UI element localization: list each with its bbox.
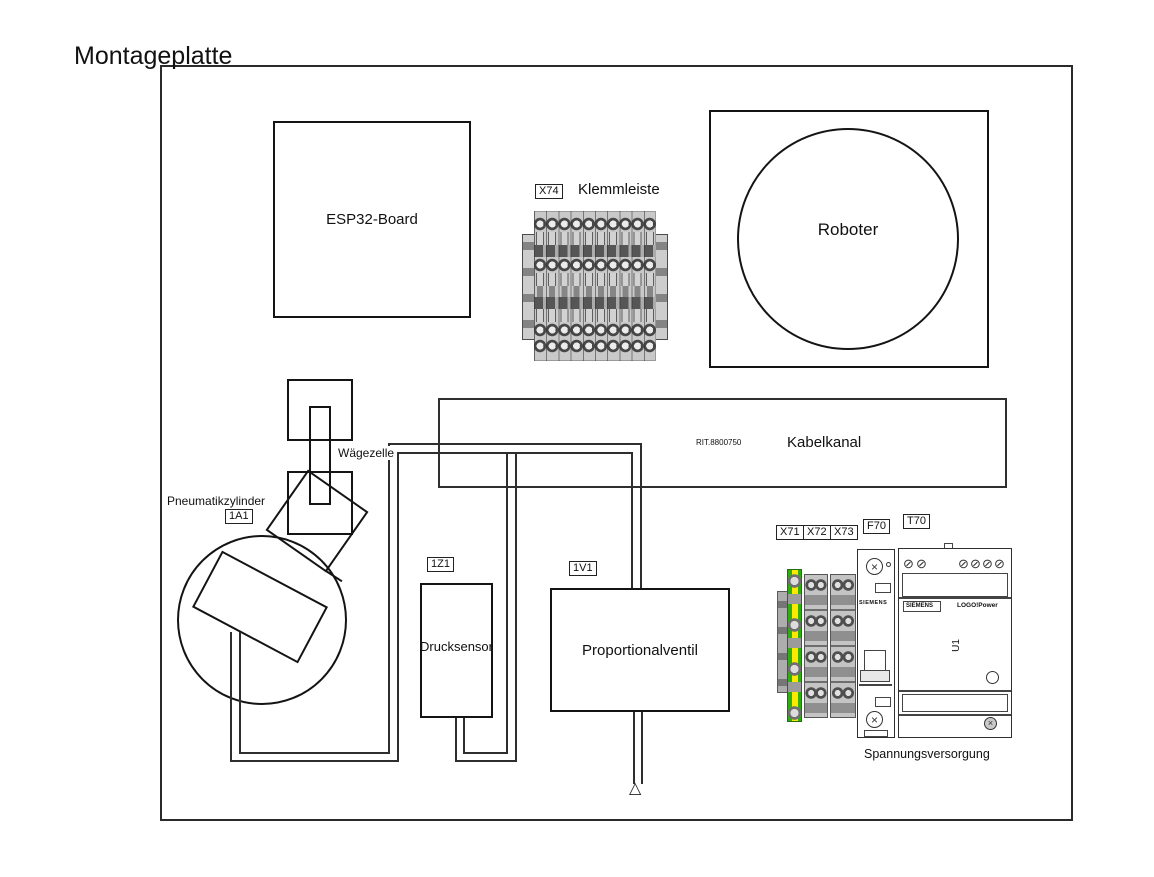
ref-f70: F70: [863, 519, 890, 534]
ref-t70: T70: [903, 514, 930, 529]
screw-cross-glyph: ×: [870, 559, 878, 574]
ref-x71: X71: [776, 525, 804, 540]
breaker-bottom-tab: [875, 697, 891, 707]
cable-run: [633, 712, 635, 784]
cable-run: [515, 452, 517, 762]
psu-product: LOGO!Power: [957, 602, 998, 609]
breaker-bottom-screw-icon: ×: [866, 711, 883, 728]
cable-run: [239, 632, 241, 752]
ref-1v1: 1V1: [569, 561, 597, 576]
psu-screw-icon: ⊘: [982, 556, 993, 571]
psu-input-terminal-cover: [902, 573, 1008, 597]
cable-run: [230, 760, 399, 762]
breaker-toggle-line: [859, 684, 892, 686]
cable-run: [631, 452, 633, 588]
ref-x73: X73: [830, 525, 858, 540]
cable-run: [463, 718, 465, 754]
kabelkanal-label: Kabelkanal: [787, 434, 862, 451]
roboter-label: Roboter: [817, 220, 879, 239]
waegezelle-stem: [309, 406, 331, 505]
breaker-brand: SIEMENS: [859, 600, 888, 606]
breaker-toggle: [864, 650, 886, 672]
screw-cross-glyph: ×: [870, 712, 878, 727]
psu-led: [986, 671, 999, 684]
cable-run: [463, 752, 508, 754]
cable-run: [640, 443, 642, 588]
klemmleiste-label: Klemmleiste: [578, 181, 660, 198]
cable-run: [239, 752, 388, 754]
cable-run: [388, 443, 642, 445]
ground-terminal: [787, 569, 802, 722]
breaker-top-tab: [875, 583, 891, 593]
proportionalventil-label: Proportionalventil: [582, 641, 698, 659]
ref-x72: X72: [803, 525, 831, 540]
kabelkanal-part-no: RIT.8800750: [696, 438, 742, 447]
ref-1z1: 1Z1: [427, 557, 454, 572]
terminal-grid-lines: [534, 211, 656, 361]
psu-screw-icon: ⊘: [970, 556, 981, 571]
psu-unit-designator: U1: [950, 639, 962, 652]
cable-run: [397, 452, 631, 454]
mounting-plate-outline: [160, 65, 1073, 821]
psu-brand-plate: [903, 601, 941, 612]
psu-screw-icon: ⊘: [916, 556, 927, 571]
psu-screw-icon: ⊘: [903, 556, 914, 571]
psu-screw-icon: ⊘: [994, 556, 1005, 571]
proportionalventil-box: Proportionalventil: [550, 588, 730, 712]
cable-run: [641, 712, 643, 784]
breaker-bottom-clip: [864, 730, 888, 737]
breaker-top-screw-icon: ×: [866, 558, 883, 575]
waegezelle-bottom-block: [287, 471, 353, 535]
roboter-circle: [737, 128, 959, 350]
drucksensor-label: Drucksensor: [420, 639, 493, 654]
esp32-label: ESP32-Board: [326, 211, 418, 228]
waegezelle-top-block: [287, 379, 353, 441]
klemmleiste-right-rail: [655, 234, 668, 340]
pneumatic-cylinder-circle: [177, 535, 347, 705]
cable-run: [397, 452, 399, 760]
page-title: Montageplatte: [74, 42, 233, 70]
psu-divider-top: [899, 597, 1011, 599]
psu-output-terminal-cover: [902, 694, 1008, 712]
klemmleiste-left-rail: [522, 234, 535, 340]
cable-run: [388, 443, 390, 754]
cable-run: [455, 718, 457, 762]
klemmleiste-strip: [534, 211, 656, 361]
screw-cross-glyph: ×: [987, 718, 994, 728]
psu-screw-icon: ⊘: [958, 556, 969, 571]
psu-brand: SIEMENS: [906, 603, 934, 609]
ref-1a1: 1A1: [225, 509, 253, 524]
cable-run: [230, 632, 232, 762]
pneumatikzylinder-label: Pneumatikzylinder: [167, 494, 266, 508]
roboter-base: [709, 110, 989, 368]
spannungsversorgung-label: Spannungsversorgung: [864, 747, 990, 761]
esp32-board: ESP32-Board: [273, 121, 471, 318]
breaker-top-dot: [886, 562, 891, 567]
psu-adjust-screw-icon: ×: [984, 717, 997, 730]
psu-divider-bottom: [899, 690, 1011, 692]
cable-end-arrow-icon: △: [629, 780, 642, 797]
terminal-block-x73: [830, 574, 856, 718]
drucksensor-box: [420, 583, 493, 718]
psu-divider-foot: [899, 714, 1011, 716]
ref-x74: X74: [535, 184, 563, 199]
breaker-f70: [857, 549, 895, 738]
waegezelle-label: Wägezelle: [338, 446, 395, 460]
cable-run: [455, 760, 517, 762]
cable-run: [506, 452, 508, 754]
breaker-toggle-base: [860, 670, 890, 682]
terminal-block-x72: [804, 574, 828, 718]
